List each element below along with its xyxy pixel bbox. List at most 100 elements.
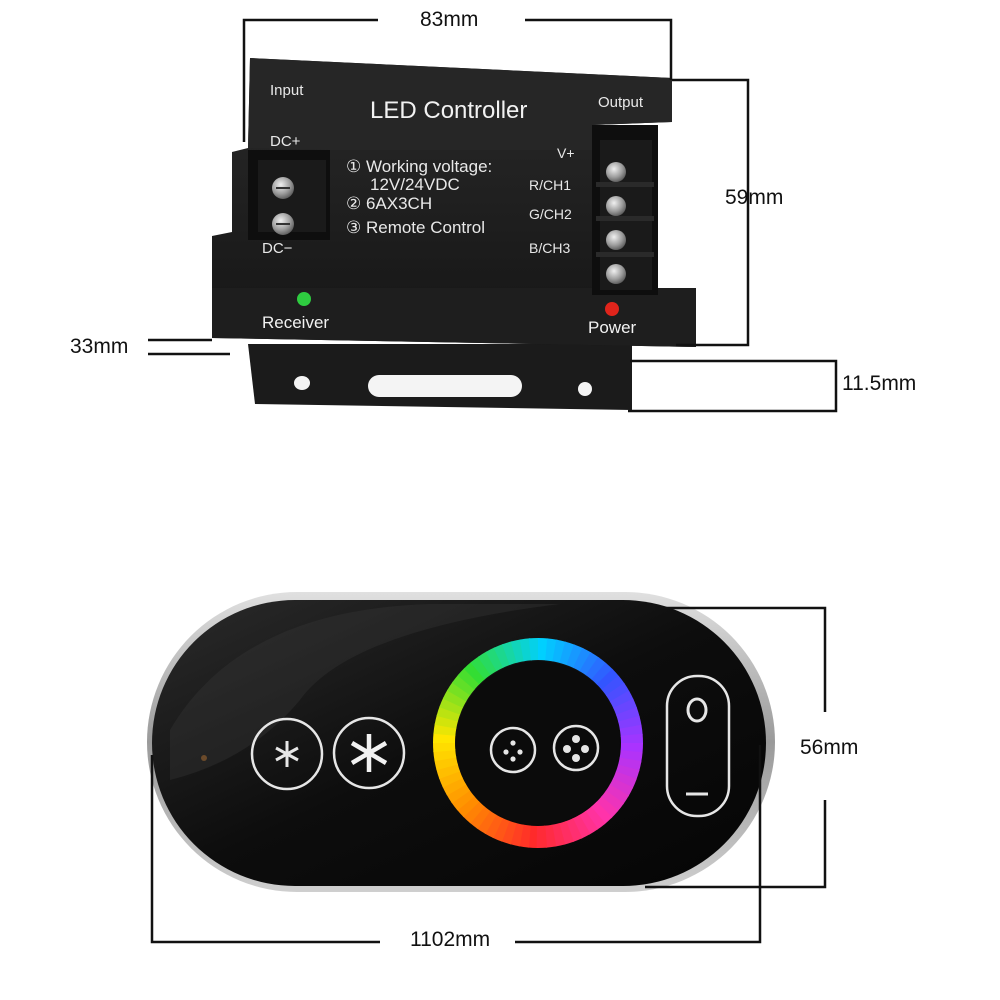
ring-segment bbox=[493, 643, 511, 668]
ring-segment bbox=[609, 777, 634, 797]
mode-fast-icon bbox=[563, 735, 589, 762]
ring-segment bbox=[457, 667, 481, 690]
ring-segment bbox=[509, 822, 524, 847]
dimension-width: 83mm bbox=[420, 8, 479, 31]
ring-segment bbox=[492, 817, 510, 842]
spec-voltage-value: 12V/24VDC bbox=[370, 175, 460, 194]
color-touch-ring[interactable] bbox=[432, 637, 644, 849]
ring-segment bbox=[433, 749, 457, 762]
dimension-bracket: 11.5mm bbox=[842, 372, 917, 395]
ring-segment bbox=[579, 652, 600, 676]
mount-hole-left bbox=[294, 376, 310, 390]
output-label: Output bbox=[598, 94, 644, 111]
ring-segment bbox=[600, 790, 625, 812]
output-screw-g bbox=[606, 230, 626, 250]
ring-segment bbox=[605, 682, 630, 703]
ring-segment bbox=[601, 675, 625, 697]
controller-title: LED Controller bbox=[370, 97, 527, 124]
dimension-lines-remote bbox=[150, 606, 827, 944]
power-led bbox=[605, 302, 619, 316]
mode-slow-icon bbox=[503, 740, 523, 762]
led-controller: Input Output LED Controller DC+ DC− ① Wo… bbox=[212, 58, 696, 410]
ring-segment bbox=[436, 705, 461, 722]
ring-segment bbox=[591, 662, 614, 686]
ring-segment bbox=[510, 639, 525, 663]
ring-segment bbox=[447, 681, 471, 702]
output-screw-b bbox=[606, 264, 626, 284]
input-terminal-block bbox=[248, 150, 330, 240]
ring-segment bbox=[590, 801, 613, 825]
ring-segment bbox=[484, 814, 504, 839]
spec-remote: ③ Remote Control bbox=[346, 218, 485, 237]
mounting-bracket bbox=[248, 344, 632, 410]
mount-hole-right bbox=[578, 382, 592, 396]
ring-segment bbox=[470, 656, 492, 680]
ring-segment bbox=[605, 784, 629, 805]
port-label-b: B/CH3 bbox=[529, 240, 570, 256]
ring-segment bbox=[442, 689, 467, 709]
ring-segment bbox=[615, 707, 640, 723]
dimension-remote-height: 56mm bbox=[800, 736, 859, 759]
ring-segment bbox=[565, 818, 583, 843]
port-label-g: G/CH2 bbox=[529, 206, 572, 222]
ring-segment bbox=[451, 674, 476, 696]
ring-segment bbox=[552, 639, 567, 664]
ring-segment bbox=[469, 805, 491, 830]
port-label-v: V+ bbox=[557, 145, 575, 161]
ring-segment bbox=[595, 796, 619, 819]
ring-segment bbox=[615, 764, 640, 781]
ring-segment bbox=[451, 789, 475, 811]
ring-segment bbox=[619, 750, 643, 763]
spec-working-voltage: ① Working voltage: bbox=[346, 157, 492, 176]
dc-minus-label: DC− bbox=[262, 240, 293, 257]
ring-segment bbox=[433, 723, 457, 736]
dimension-depth: 33mm bbox=[70, 335, 129, 358]
receiver-label: Receiver bbox=[262, 313, 329, 332]
mode-fast-button[interactable] bbox=[552, 724, 600, 772]
ring-segment bbox=[613, 698, 638, 716]
ring-segment bbox=[518, 824, 531, 848]
remote-ir-dot bbox=[201, 755, 207, 761]
ring-segment bbox=[619, 724, 643, 737]
ring-segment bbox=[476, 810, 497, 834]
ring-segment bbox=[559, 641, 576, 666]
ring-segment bbox=[617, 757, 642, 772]
ring-segment bbox=[558, 820, 574, 845]
ring-segment bbox=[519, 638, 532, 662]
ring-segment bbox=[551, 823, 566, 847]
ring-segment bbox=[612, 771, 637, 789]
mode-slow-button[interactable] bbox=[489, 726, 537, 774]
power-toggle[interactable] bbox=[665, 674, 731, 818]
dimension-remote-width: 1102mm bbox=[410, 928, 491, 951]
dc-plus-label: DC+ bbox=[270, 133, 301, 150]
ring-segment bbox=[584, 806, 606, 830]
ring-segment bbox=[500, 820, 517, 845]
ring-segment bbox=[456, 795, 480, 818]
output-screw-r bbox=[606, 196, 626, 216]
ring-segment bbox=[446, 783, 471, 804]
ring-segment bbox=[434, 756, 458, 771]
ring-segment bbox=[502, 641, 518, 666]
ring-segment bbox=[545, 638, 558, 662]
spec-channels: ② 6AX3CH bbox=[346, 194, 432, 213]
ring-segment bbox=[485, 647, 505, 672]
ring-segment bbox=[438, 770, 463, 788]
input-label: Input bbox=[270, 82, 304, 99]
ring-segment bbox=[462, 800, 485, 824]
dimension-height: 59mm bbox=[725, 186, 784, 209]
ring-segment bbox=[436, 763, 461, 779]
ring-segment bbox=[439, 697, 464, 715]
ring-segment bbox=[571, 814, 591, 839]
output-screw-v bbox=[606, 162, 626, 182]
ring-segment bbox=[566, 644, 584, 669]
brightness-up-button[interactable] bbox=[332, 716, 406, 790]
ring-segment bbox=[544, 824, 557, 848]
port-label-r: R/CH1 bbox=[529, 177, 571, 193]
mount-slot bbox=[368, 375, 522, 397]
ring-segment bbox=[596, 668, 620, 691]
brightness-down-button[interactable] bbox=[250, 717, 324, 791]
output-terminal-block bbox=[592, 125, 658, 295]
ring-segment bbox=[463, 661, 486, 685]
brightness-down-icon bbox=[275, 741, 299, 767]
